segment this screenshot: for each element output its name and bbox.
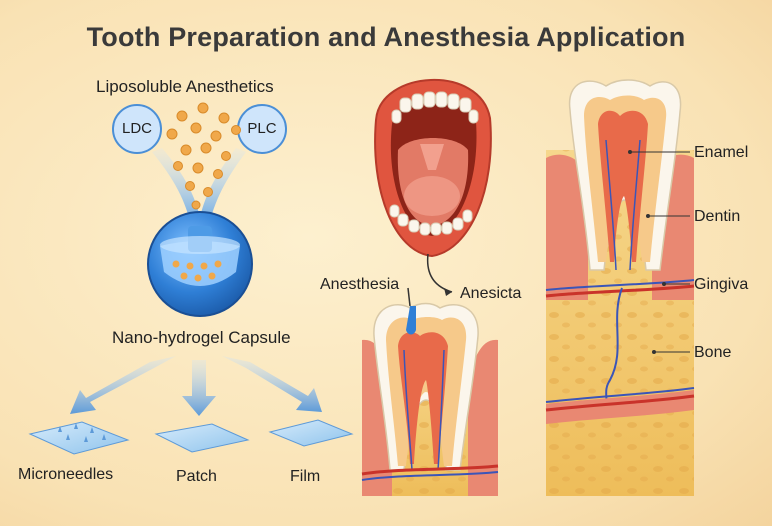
bone-label: Bone [694, 344, 732, 361]
arrow-to-film [222, 356, 322, 412]
anesthesia-pointer [407, 287, 411, 307]
anesicta-label: Anesicta [460, 285, 522, 302]
anesthesia-label: Anesthesia [320, 276, 400, 293]
ldc-label: LDC [121, 120, 152, 137]
stream-left [152, 148, 202, 228]
enamel-label: Enamel [694, 144, 749, 161]
anesthetic-particles [166, 102, 241, 210]
page-title: Tooth Preparation and Anesthesia Applica… [86, 22, 686, 52]
film-label: Film [290, 468, 321, 485]
plc-label: PLC [247, 120, 277, 137]
capsule-label: Nano-hydrogel Capsule [112, 328, 291, 347]
dentin-label: Dentin [694, 208, 741, 225]
open-mouth [374, 78, 492, 258]
small-tooth-section [361, 302, 499, 496]
nano-hydrogel-capsule [147, 211, 253, 317]
patch-sheet [154, 423, 250, 453]
film-sheet [268, 419, 354, 447]
patch-label: Patch [176, 468, 217, 485]
ldc-bubble [112, 104, 162, 154]
gingiva-label: Gingiva [694, 276, 749, 293]
arrow-to-patch [182, 360, 216, 416]
mouth-to-tooth-arrow [426, 253, 453, 293]
microneedles-sheet [28, 421, 130, 455]
arrow-to-microneedles [70, 356, 176, 414]
microneedles-label: Microneedles [18, 466, 114, 483]
stream-right [198, 148, 246, 228]
liposoluble-anesthetics-heading: Liposoluble Anesthetics [96, 77, 274, 96]
large-tooth-section [545, 79, 695, 496]
